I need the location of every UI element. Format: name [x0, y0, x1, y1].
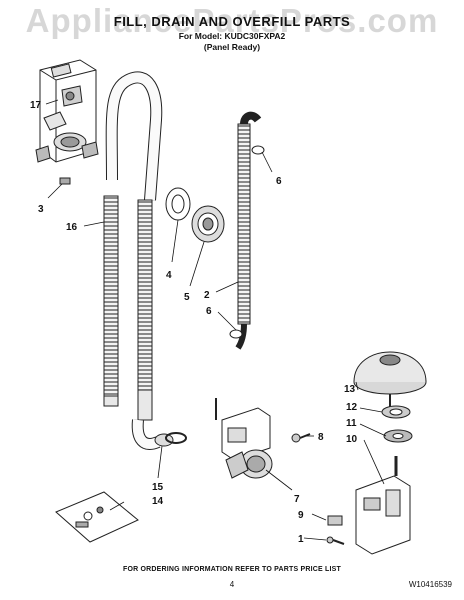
float-switch-bracket [355, 456, 411, 555]
ordering-info: FOR ORDERING INFORMATION REFER TO PARTS … [122, 566, 342, 573]
callout-6-lower: 6 [206, 306, 212, 317]
callout-labels: 17 3 16 6 2 6 4 5 13 12 11 8 10 7 9 1 15… [30, 100, 358, 545]
callout-14: 14 [152, 496, 164, 507]
callout-4: 4 [166, 270, 172, 281]
fill-hose [229, 111, 265, 350]
float [353, 351, 427, 410]
drain-hose [103, 71, 187, 450]
grommet-and-seal [165, 187, 225, 243]
vent-assembly [35, 59, 99, 185]
document-number: W10416539 [408, 580, 452, 589]
callout-3: 3 [38, 204, 44, 215]
callout-17: 17 [30, 100, 42, 111]
page-title: FILL, DRAIN AND OVERFILL PARTS [113, 14, 351, 29]
callout-9: 9 [298, 510, 304, 521]
hardware-bag [55, 491, 139, 543]
leader-lines [45, 99, 387, 541]
switch-and-screw [326, 515, 345, 545]
float-nut-and-seal [381, 405, 413, 443]
callout-13: 13 [344, 384, 356, 395]
callout-11: 11 [346, 418, 357, 429]
callout-15: 15 [152, 482, 164, 493]
model-line: For Model: KUDC30FXPA2 [178, 31, 286, 41]
callout-16: 16 [66, 222, 78, 233]
callout-7: 7 [294, 494, 300, 505]
callout-12: 12 [346, 402, 358, 413]
callout-6-upper: 6 [276, 176, 282, 187]
watermark: AppliancePartsPros.com [25, 2, 439, 39]
inlet-water-valve [215, 398, 273, 479]
panel-line: (Panel Ready) [203, 42, 261, 52]
callout-10: 10 [346, 434, 358, 445]
screw [291, 433, 311, 443]
callout-2: 2 [204, 290, 210, 301]
callout-8: 8 [318, 432, 324, 443]
page-number: 4 [229, 580, 235, 589]
callout-5: 5 [184, 292, 190, 303]
callout-1: 1 [298, 534, 304, 545]
